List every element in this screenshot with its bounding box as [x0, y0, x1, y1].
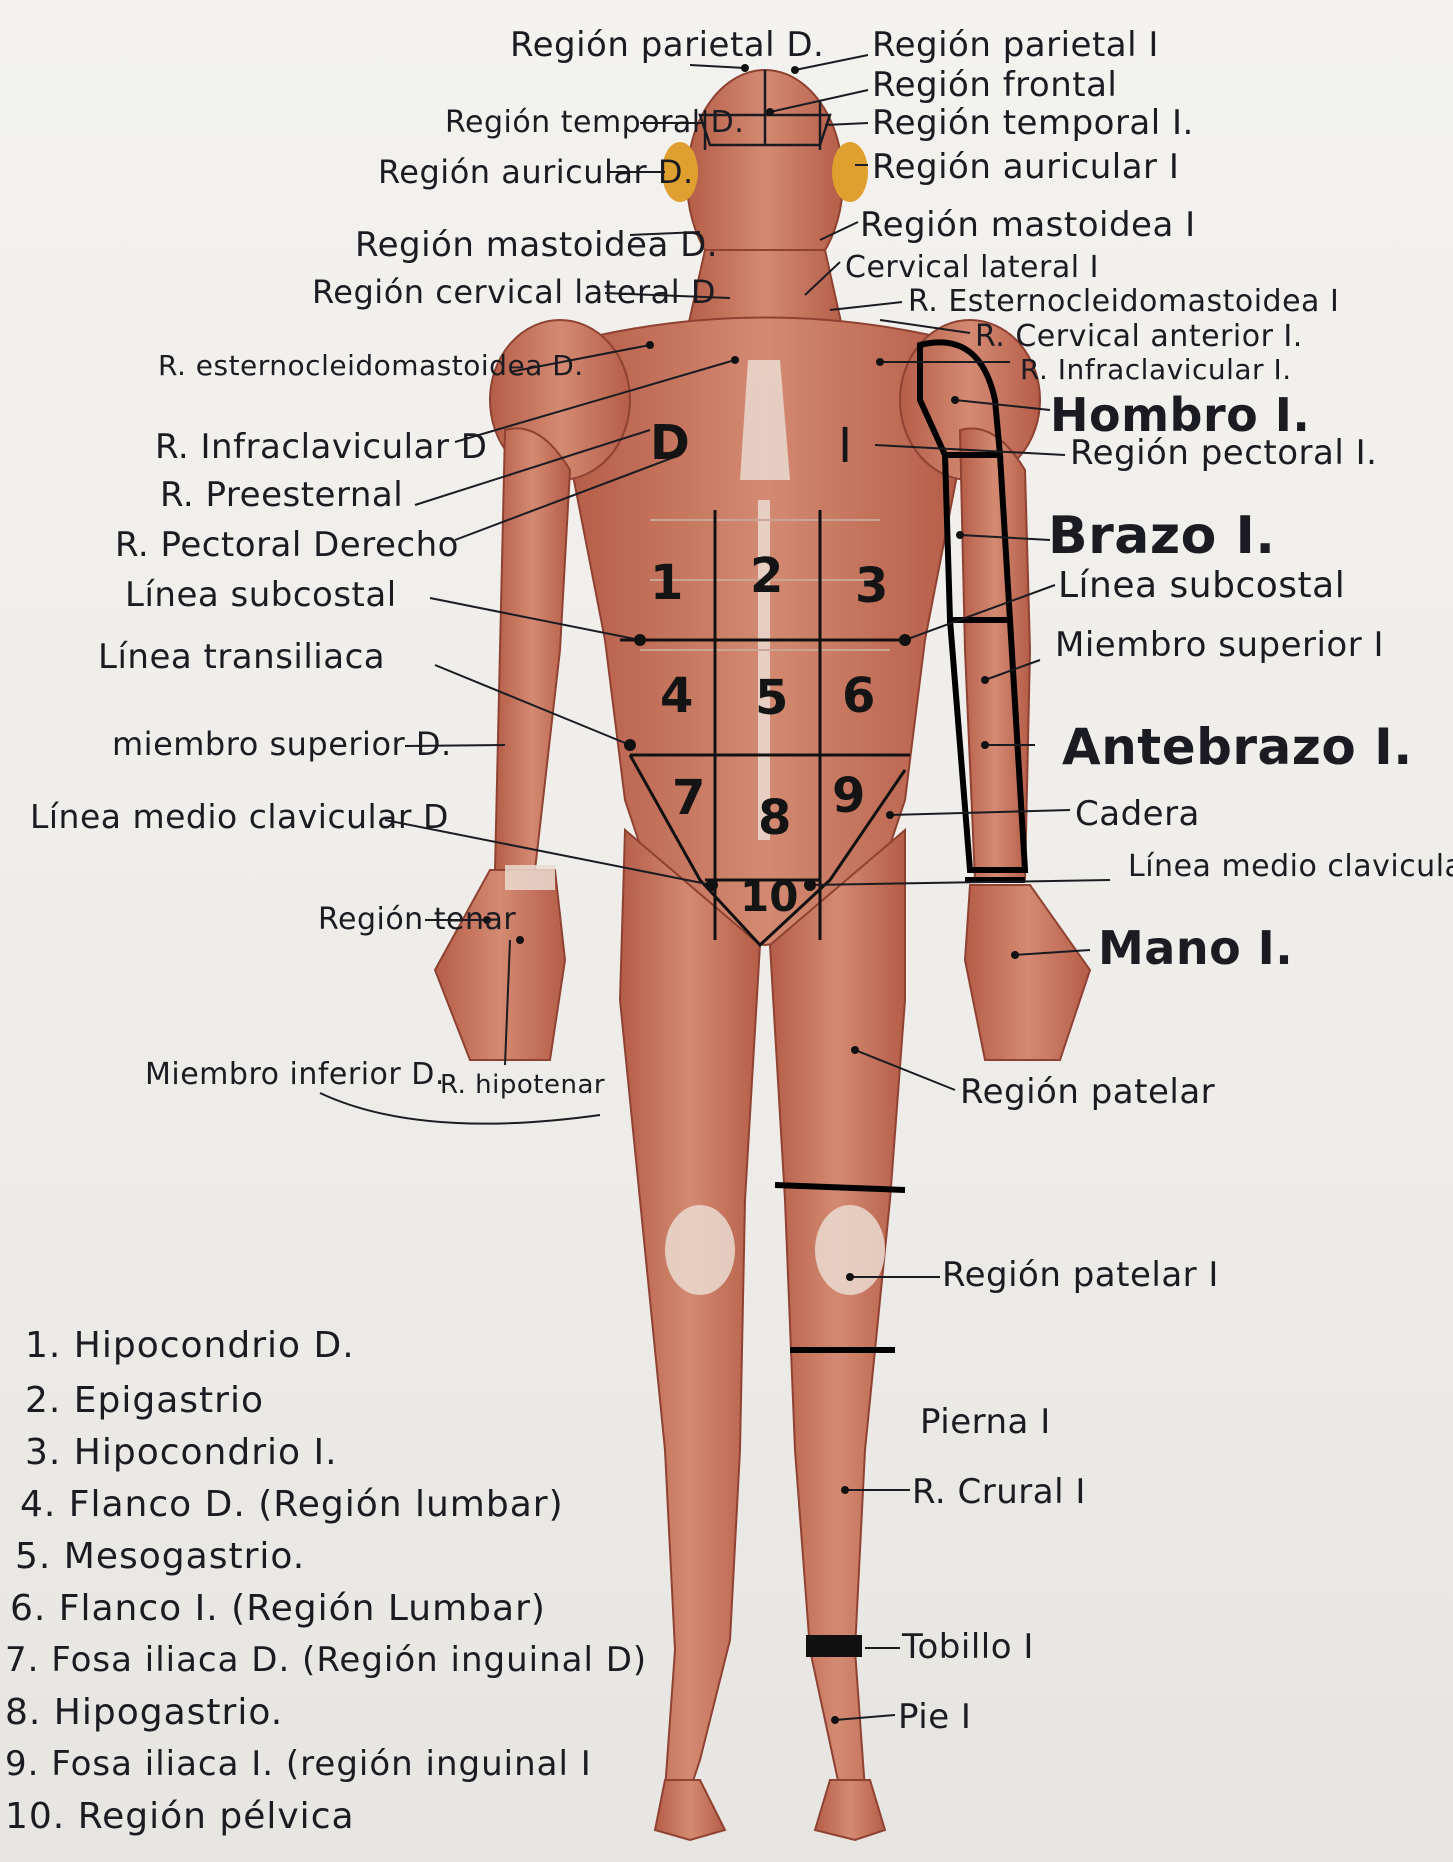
- label-linea-subcostal: Línea subcostal: [125, 578, 397, 612]
- label-cadera: Cadera: [1075, 797, 1200, 831]
- label-esternocleido-d: R. esternocleidomastoidea D.: [158, 352, 584, 380]
- region-number-8: 8: [758, 790, 791, 846]
- label-parietal-d: Región parietal D.: [510, 28, 824, 62]
- label-pectoral-derecho: R. Pectoral Derecho: [115, 528, 459, 562]
- label-cervical-lateral-i: Cervical lateral I: [845, 253, 1099, 283]
- legend-item: 7. Fosa iliaca D. (Región inguinal D): [5, 1640, 647, 1680]
- label-pie-i: Pie I: [898, 1700, 971, 1734]
- label-mastoidea-d: Región mastoidea D.: [355, 228, 718, 262]
- label-cervical-anterior-i: R. Cervical anterior I.: [975, 322, 1303, 352]
- label-auricular-d: Región auricular D.: [378, 156, 694, 188]
- legend-item: 4. Flanco D. (Región lumbar): [20, 1484, 564, 1525]
- label-brazo-i: Brazo I.: [1048, 510, 1276, 562]
- label-parietal-i: Región parietal I: [872, 28, 1159, 62]
- label-hombro-i: Hombro I.: [1050, 392, 1310, 438]
- region-number-10: 10: [740, 872, 798, 921]
- region-number-7: 7: [672, 770, 705, 826]
- region-number-3: 3: [855, 558, 888, 614]
- label-auricular-i: Región auricular I: [872, 150, 1179, 184]
- label-miembro-superior-d: miembro superior D.: [112, 728, 452, 760]
- region-number-9: 9: [832, 768, 865, 824]
- label-infraclavicular-d: R. Infraclavicular D: [155, 430, 487, 464]
- legend-item: 3. Hipocondrio I.: [25, 1432, 338, 1473]
- label-tobillo-i: Tobillo I: [902, 1630, 1034, 1664]
- ankle-band: [806, 1635, 862, 1657]
- label-miembro-superior-i: Miembro superior I: [1055, 628, 1384, 662]
- chest-mark-d: D: [650, 415, 690, 471]
- label-temporal-d: Región temporal D.: [445, 108, 744, 138]
- label-linea-subcostal-i: Línea subcostal: [1058, 568, 1345, 604]
- label-antebrazo-i: Antebrazo I.: [1062, 722, 1413, 772]
- label-pierna-i: Pierna I: [920, 1405, 1051, 1439]
- label-region-tenar: Región tenar: [318, 905, 516, 935]
- region-number-1: 1: [650, 555, 683, 611]
- legend-item: 5. Mesogastrio.: [15, 1536, 305, 1577]
- region-number-4: 4: [660, 668, 693, 724]
- label-medioclavicular-i: Línea medio clavicular I.: [1128, 852, 1453, 882]
- legend-item: 6. Flanco I. (Región Lumbar): [10, 1588, 546, 1629]
- label-cervical-lateral-d: Región cervical lateral D: [312, 276, 716, 308]
- chest-mark-i: I: [838, 418, 852, 474]
- ear-left-highlight: [832, 142, 868, 202]
- legend-item: 1. Hipocondrio D.: [25, 1325, 355, 1366]
- region-number-2: 2: [750, 548, 783, 604]
- label-region-patelar-i: Región patelar I: [942, 1258, 1219, 1292]
- label-crural-i: R. Crural I: [912, 1475, 1086, 1509]
- label-preesternal: R. Preesternal: [160, 478, 403, 512]
- label-esternocleido-i: R. Esternocleidomastoidea I: [908, 287, 1339, 317]
- label-linea-transiliaca: Línea transiliaca: [98, 640, 385, 674]
- label-miembro-inferior-d: Miembro inferior D.: [145, 1060, 445, 1090]
- legend-item: 10. Región pélvica: [5, 1796, 355, 1837]
- label-temporal-i: Región temporal I.: [872, 106, 1194, 140]
- region-number-5: 5: [755, 670, 788, 726]
- label-mano-i: Mano I.: [1098, 925, 1293, 971]
- label-mastoidea-i: Región mastoidea I: [860, 208, 1196, 242]
- label-region-patelar: Región patelar: [960, 1075, 1215, 1109]
- label-infraclavicular-i: R. Infraclavicular I.: [1020, 356, 1292, 384]
- label-frontal: Región frontal: [872, 68, 1117, 102]
- region-number-6: 6: [842, 668, 875, 724]
- legend-item: 9. Fosa iliaca I. (región inguinal I: [5, 1744, 592, 1784]
- label-medioclavicular-d: Línea medio clavicular D: [30, 800, 449, 833]
- legend-item: 2. Epigastrio: [25, 1380, 264, 1421]
- legend-item: 8. Hipogastrio.: [5, 1692, 283, 1733]
- label-pectoral-i: Región pectoral I.: [1070, 436, 1377, 470]
- label-hipotenar: R. hipotenar: [440, 1072, 605, 1098]
